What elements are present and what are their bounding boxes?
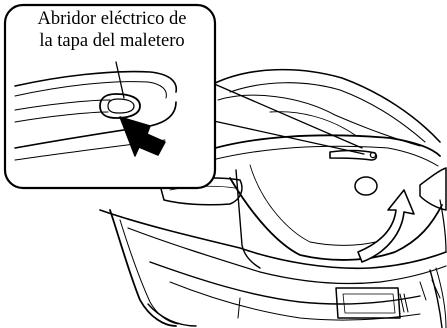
press-arrow-icon [119,116,166,157]
car-rear-view [99,68,447,328]
callout-label-line-1: Abridor eléctrico de [37,9,187,29]
callout-label-line-2: la tapa del maletero [39,31,185,51]
lift-arrow-icon [357,189,415,263]
callout-label: Abridor eléctrico de la tapa del maleter… [12,8,212,52]
